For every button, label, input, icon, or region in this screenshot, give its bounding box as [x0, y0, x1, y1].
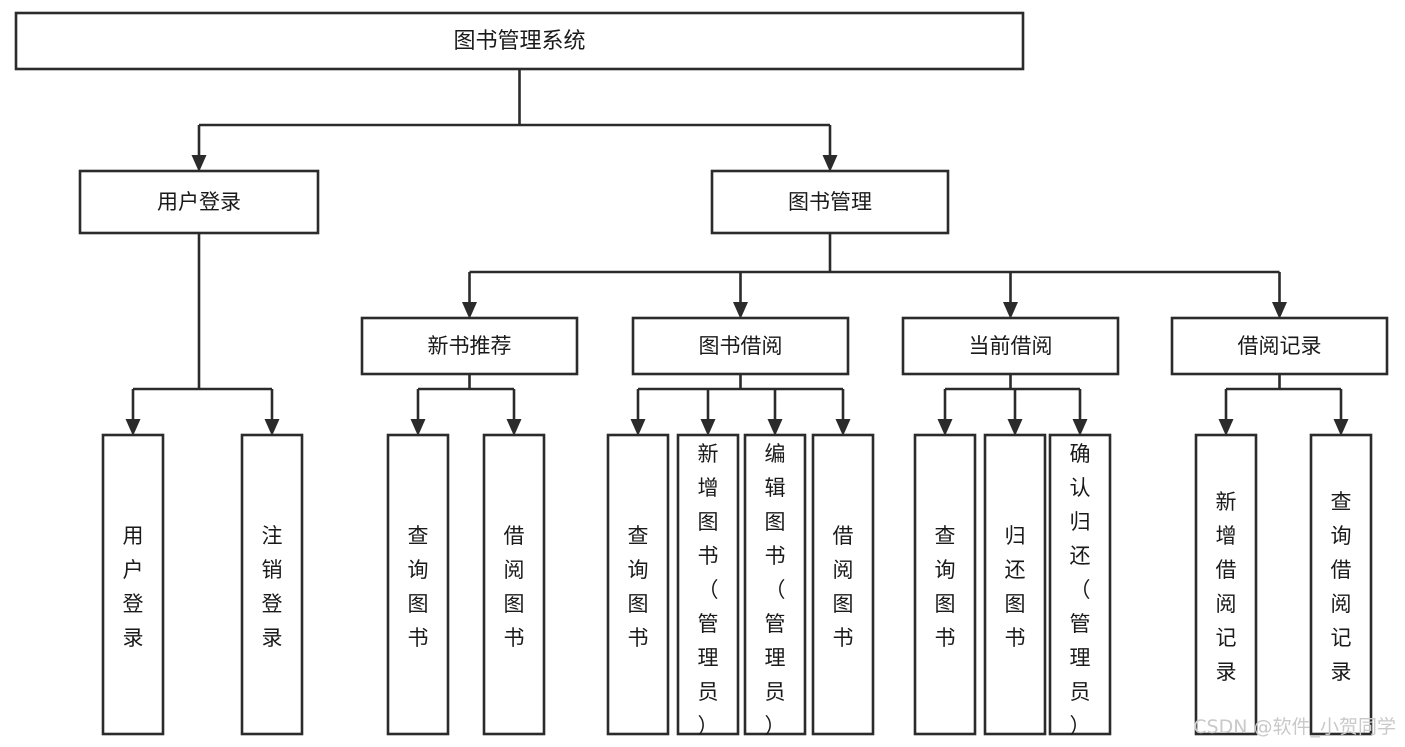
arrow-head: [767, 419, 783, 436]
node-box: [710, 169, 950, 235]
node-book-borrow[interactable]: 图书借阅: [631, 316, 850, 376]
node-label-vertical: 查询图书: [935, 524, 956, 650]
arrow-head: [937, 419, 953, 436]
node-current-borrow[interactable]: 当前借阅: [901, 316, 1120, 376]
node-box: [360, 316, 579, 376]
node-box: [743, 433, 807, 736]
node-borrow-records[interactable]: 借阅记录: [1170, 316, 1389, 376]
arrow-head: [506, 419, 522, 436]
connector-layer: [125, 69, 1349, 436]
node-box: [811, 433, 875, 736]
node-box: [913, 433, 977, 736]
node-label-vertical: 查询借阅记录: [1331, 490, 1352, 684]
node-box: [631, 316, 850, 376]
arrow-head: [630, 419, 646, 436]
arrow-head: [1333, 419, 1349, 436]
node-label: 图书借阅: [699, 334, 783, 358]
node-box: [983, 433, 1047, 736]
node-box: [676, 433, 740, 736]
node-box: [606, 433, 670, 736]
node-bb-borrow-book[interactable]: 借阅图书: [811, 433, 875, 736]
arrow-head: [1003, 302, 1018, 319]
node-user-logout[interactable]: 注销登录: [240, 433, 304, 736]
node-box: [1194, 433, 1258, 736]
node-user-login-do[interactable]: 用户登录: [101, 433, 165, 736]
node-cb-query-book[interactable]: 查询图书: [913, 433, 977, 736]
csdn-watermark: CSDN @软件_小贺同学: [1193, 716, 1396, 738]
node-root[interactable]: 图书管理系统: [14, 11, 1025, 71]
node-label-vertical: 借阅图书: [504, 524, 525, 650]
arrow-head: [125, 419, 141, 436]
arrow-head: [264, 419, 280, 436]
node-layer: 图书管理系统用户登录用户登录注销登录图书管理新书推荐查询图书借阅图书图书借阅查询…: [14, 11, 1389, 738]
node-bb-edit-book[interactable]: 编辑图书（管理员）: [743, 433, 807, 738]
node-new-book-recommend[interactable]: 新书推荐: [360, 316, 579, 376]
arrow-head: [191, 155, 207, 172]
node-box: [1309, 433, 1373, 736]
node-label: 图书管理: [788, 190, 872, 214]
node-label-vertical: 借阅图书: [833, 524, 854, 650]
node-book-management[interactable]: 图书管理: [710, 169, 950, 235]
node-cb-return-book[interactable]: 归还图书: [983, 433, 1047, 736]
arrow-head: [1072, 419, 1088, 436]
node-box: [14, 11, 1025, 71]
node-bb-add-book[interactable]: 新增图书（管理员）: [676, 433, 740, 738]
node-label-vertical: 新增图书（管理员）: [698, 442, 719, 738]
node-label-vertical: 查询图书: [408, 524, 429, 650]
node-box: [240, 433, 304, 736]
node-box: [78, 169, 320, 235]
node-label: 新书推荐: [428, 334, 512, 358]
node-label-vertical: 用户登录: [123, 524, 144, 650]
node-label-vertical: 查询图书: [628, 524, 649, 650]
arrow-head: [835, 419, 851, 436]
node-br-query-record[interactable]: 查询借阅记录: [1309, 433, 1373, 736]
node-label-vertical: 确认归还（管理员）: [1070, 442, 1091, 738]
node-label-vertical: 编辑图书（管理员）: [765, 442, 786, 738]
node-box: [1170, 316, 1389, 376]
node-label: 借阅记录: [1238, 334, 1322, 358]
arrow-head: [733, 302, 748, 319]
arrow-head: [822, 155, 838, 172]
node-box: [1048, 433, 1112, 736]
node-box: [386, 433, 450, 736]
node-label-vertical: 归还图书: [1005, 524, 1026, 650]
node-user-login[interactable]: 用户登录: [78, 169, 320, 235]
node-box: [101, 433, 165, 736]
node-box: [901, 316, 1120, 376]
node-bb-query-book[interactable]: 查询图书: [606, 433, 670, 736]
node-br-add-record[interactable]: 新增借阅记录: [1194, 433, 1258, 736]
node-label: 用户登录: [157, 190, 241, 214]
node-label-vertical: 新增借阅记录: [1216, 490, 1237, 684]
node-cb-confirm-return[interactable]: 确认归还（管理员）: [1048, 433, 1112, 738]
node-nbr-borrow-book[interactable]: 借阅图书: [482, 433, 546, 736]
arrow-head: [1272, 302, 1287, 319]
arrow-head: [700, 419, 716, 436]
arrow-head: [1218, 419, 1234, 436]
arrow-head: [1007, 419, 1023, 436]
node-box: [482, 433, 546, 736]
arrow-head: [410, 419, 426, 436]
node-label: 图书管理系统: [453, 29, 585, 54]
node-nbr-query-book[interactable]: 查询图书: [386, 433, 450, 736]
node-label: 当前借阅: [969, 334, 1053, 358]
arrow-head: [462, 302, 477, 319]
node-label-vertical: 注销登录: [262, 524, 283, 650]
